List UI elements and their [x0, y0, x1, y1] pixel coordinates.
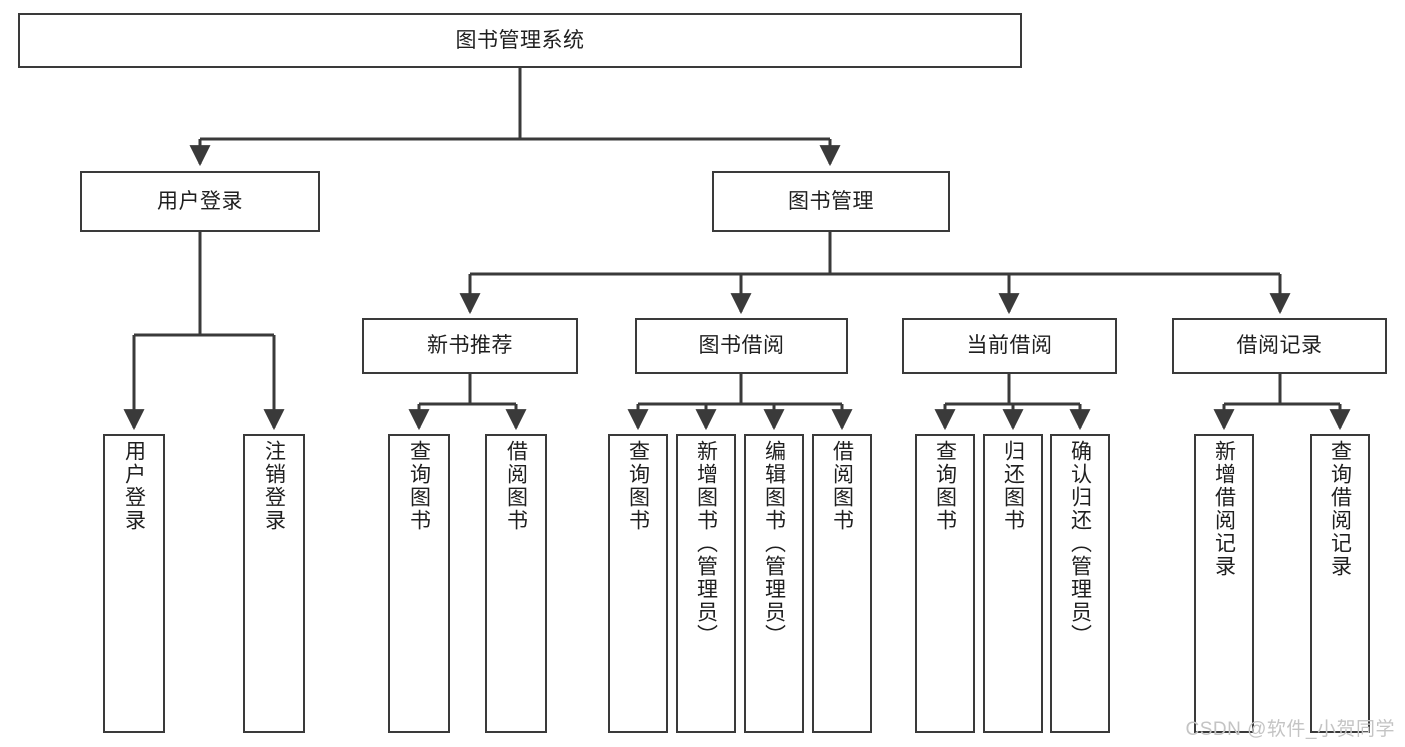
node-leaf-edit-book[interactable]: 编辑图书（管理员）	[744, 434, 804, 733]
node-book-borrow-label: 图书借阅	[698, 334, 785, 358]
node-leaf-add-borrow-record[interactable]: 新增借阅记录	[1194, 434, 1254, 733]
node-leaf-user-login[interactable]: 用户登录	[103, 434, 165, 733]
node-leaf-query-book-rec-label: 查询图书	[407, 440, 431, 532]
node-leaf-user-login-label: 用户登录	[122, 440, 146, 532]
node-leaf-query-book-borrow[interactable]: 查询图书	[608, 434, 668, 733]
node-leaf-confirm-return[interactable]: 确认归还（管理员）	[1050, 434, 1110, 733]
node-new-book-recommend[interactable]: 新书推荐	[362, 318, 578, 374]
node-leaf-borrow-book-label: 借阅图书	[830, 440, 854, 532]
node-current-borrow[interactable]: 当前借阅	[902, 318, 1117, 374]
node-book-borrow[interactable]: 图书借阅	[635, 318, 848, 374]
node-leaf-borrow-book-rec[interactable]: 借阅图书	[485, 434, 547, 733]
node-leaf-query-borrow-record[interactable]: 查询借阅记录	[1310, 434, 1370, 733]
node-leaf-query-book-rec[interactable]: 查询图书	[388, 434, 450, 733]
node-leaf-add-book-label: 新增图书（管理员）	[694, 440, 718, 647]
node-leaf-return-book-label: 归还图书	[1001, 440, 1025, 532]
node-user-login[interactable]: 用户登录	[80, 171, 320, 232]
node-leaf-edit-book-label: 编辑图书（管理员）	[762, 440, 786, 647]
node-borrow-record[interactable]: 借阅记录	[1172, 318, 1387, 374]
node-user-login-label: 用户登录	[157, 189, 243, 213]
node-leaf-query-borrow-record-label: 查询借阅记录	[1328, 440, 1352, 578]
node-leaf-query-book-borrow-label: 查询图书	[626, 440, 650, 532]
node-new-book-recommend-label: 新书推荐	[427, 334, 513, 358]
node-leaf-logout-label: 注销登录	[262, 440, 286, 532]
node-leaf-borrow-book[interactable]: 借阅图书	[812, 434, 872, 733]
node-leaf-return-book[interactable]: 归还图书	[983, 434, 1043, 733]
node-leaf-add-book[interactable]: 新增图书（管理员）	[676, 434, 736, 733]
node-book-management[interactable]: 图书管理	[712, 171, 950, 232]
node-leaf-query-book-cur[interactable]: 查询图书	[915, 434, 975, 733]
node-current-borrow-label: 当前借阅	[966, 334, 1053, 358]
watermark-text: CSDN @软件_小贺同学	[1185, 719, 1395, 740]
node-leaf-confirm-return-label: 确认归还（管理员）	[1068, 440, 1092, 647]
node-leaf-borrow-book-rec-label: 借阅图书	[504, 440, 528, 532]
node-root[interactable]: 图书管理系统	[18, 13, 1022, 68]
node-leaf-query-book-cur-label: 查询图书	[933, 440, 957, 532]
node-leaf-logout[interactable]: 注销登录	[243, 434, 305, 733]
node-root-label: 图书管理系统	[455, 28, 585, 52]
node-book-management-label: 图书管理	[788, 189, 874, 213]
node-leaf-add-borrow-record-label: 新增借阅记录	[1212, 440, 1236, 578]
node-borrow-record-label: 借阅记录	[1236, 334, 1323, 358]
